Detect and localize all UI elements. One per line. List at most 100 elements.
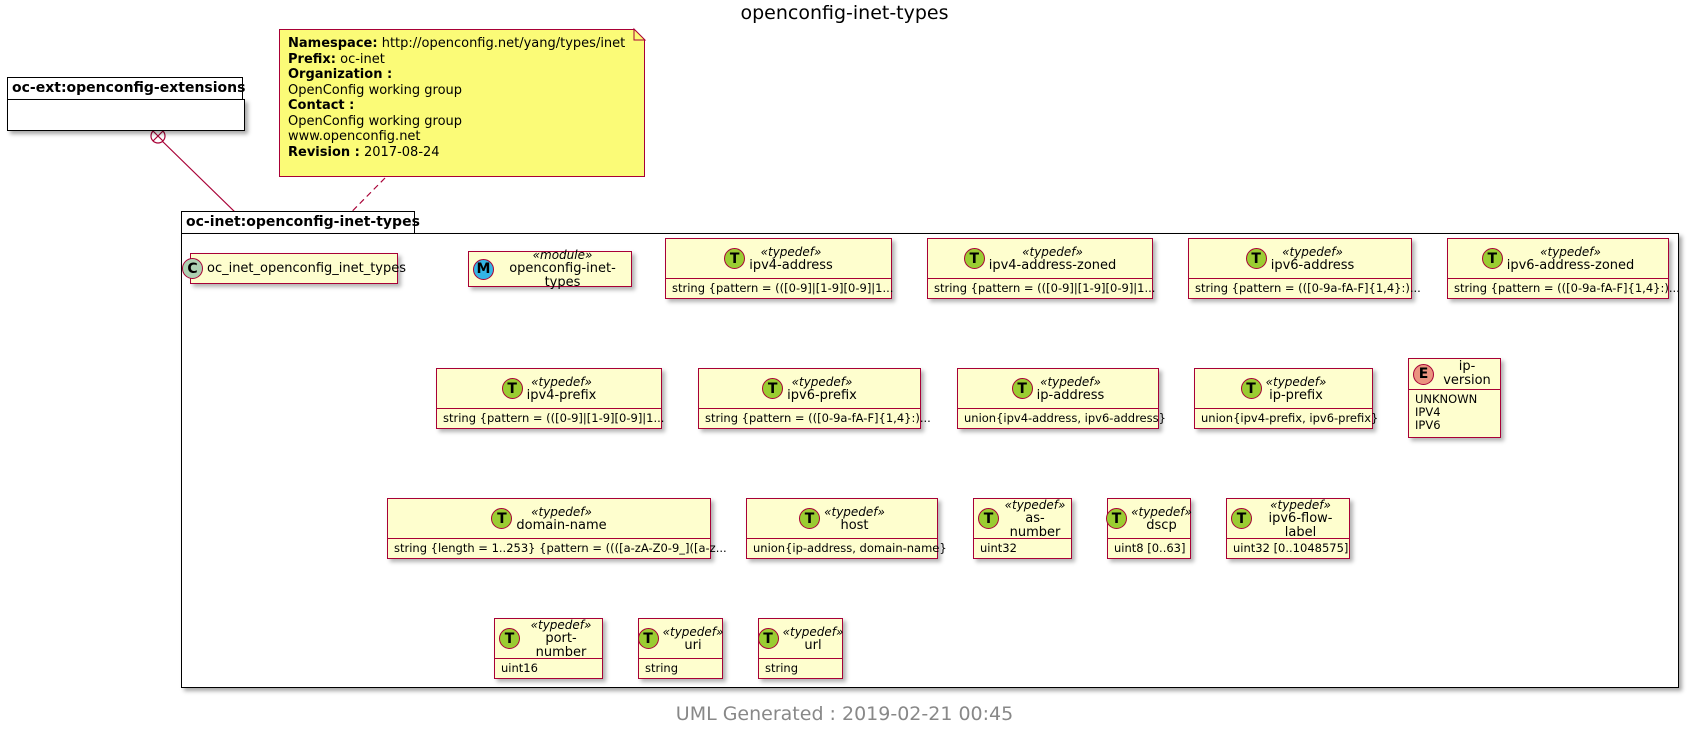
class-separator <box>699 408 920 409</box>
class-names: «typedef»domain-name <box>516 505 606 533</box>
class-names: «typedef»ipv4-address-zoned <box>989 245 1117 273</box>
class-separator <box>747 538 937 539</box>
class-stereotype: «typedef» <box>782 624 844 639</box>
class-stereotype: «typedef» <box>1022 244 1083 259</box>
spot-t-icon: T <box>762 378 784 399</box>
class-separator <box>1195 408 1372 409</box>
class-stereotype: «typedef» <box>824 504 885 519</box>
class-name: ip-prefix <box>1269 387 1323 403</box>
class-separator <box>1227 538 1349 539</box>
class-name: ipv6-address-zoned <box>1506 257 1635 273</box>
class-body-line: IPV4 <box>1415 405 1441 419</box>
class-header: T«typedef»domain-name <box>388 499 710 538</box>
class-name: port-number <box>535 630 587 660</box>
class-stereotype: «typedef» <box>1265 374 1327 389</box>
class-box-module[interactable]: M«module»openconfig-inet-types <box>468 248 632 290</box>
spot-t-icon: T <box>963 248 985 269</box>
class-body: string {pattern = (([0-9]|[1-9][0-9]|1..… <box>666 279 893 297</box>
organization-label: Organization : <box>288 67 393 82</box>
class-header: T«typedef»ip-address <box>958 369 1158 408</box>
class-stereotype: «typedef» <box>791 374 853 389</box>
class-body: uint32 [0..1048575] <box>1227 539 1349 557</box>
class-body: string {pattern = (([0-9]|[1-9][0-9]|1..… <box>928 279 1155 297</box>
class-separator <box>495 658 602 659</box>
class-names: «typedef»dscp <box>1131 505 1192 533</box>
class-box-ipv4-address-zoned[interactable]: T«typedef»ipv4-address-zoned string {patt… <box>927 238 1155 299</box>
class-body: string <box>759 659 842 677</box>
class-names: «typedef»ip-address <box>1037 375 1105 403</box>
spot-t-icon: T <box>637 628 659 649</box>
class-names: «typedef»uri <box>663 625 724 653</box>
class-stereotype: «module» <box>532 248 593 262</box>
class-header: T«typedef»host <box>747 499 937 538</box>
spot-t-icon: T <box>501 378 523 399</box>
class-header: T«typedef»uri <box>637 619 724 658</box>
class-names: «typedef»ipv4-address <box>749 245 833 273</box>
class-name: dscp <box>1146 517 1177 533</box>
class-body: union{ipv4-prefix, ipv6-prefix} <box>1195 409 1378 427</box>
spot-t-icon: T <box>1231 508 1252 529</box>
class-names: «module»openconfig-inet-types <box>498 248 627 290</box>
class-name: ipv6-address <box>1270 257 1355 273</box>
class-box-domain-name[interactable]: T«typedef»domain-name string {length = 1.… <box>387 498 727 559</box>
spot-t-icon: T <box>491 508 513 529</box>
class-body: string {length = 1..253} {pattern = ((([… <box>388 539 727 557</box>
spot-t-icon: T <box>1481 248 1503 269</box>
spot-t-icon: T <box>1106 508 1128 529</box>
class-stereotype: «typedef» <box>1282 244 1343 259</box>
class-body: string {pattern = (([0-9a-fA-F]{1,4}:)..… <box>1189 279 1421 297</box>
class-box-ipv6-address[interactable]: T «typedef»ipv6-address string {pattern = … <box>1188 238 1421 299</box>
class-header: T «typedef»ipv6-address <box>1189 239 1411 278</box>
class-name: ipv4-prefix <box>526 387 597 403</box>
class-body-line: string {length = 1..253} {pattern = ((([… <box>394 541 727 555</box>
class-header: T«typedef»ipv4-address <box>666 239 891 278</box>
spot-t-icon: T <box>1245 248 1267 269</box>
class-name: ipv4-address <box>749 257 833 273</box>
class-separator <box>759 658 842 659</box>
revision-label: Revision : <box>288 144 360 160</box>
class-body-line: UNKNOWN <box>1415 392 1478 406</box>
class-header: M«module»openconfig-inet-types <box>469 248 631 290</box>
class-body: uint16 <box>495 659 602 677</box>
class-box-ipv4-prefix[interactable]: T«typedef»ipv4-prefix string {pattern = (… <box>436 368 664 429</box>
class-stereotype: «typedef» <box>1131 504 1192 519</box>
class-header: T«typedef»port-number <box>495 618 602 660</box>
spot-c-icon: C <box>181 258 203 279</box>
note-fold-icon <box>633 27 647 41</box>
spot-t-icon: T <box>499 628 520 649</box>
class-header: T«typedef»dscp <box>1106 499 1192 538</box>
class-names: «typedef»host <box>824 505 885 533</box>
class-stereotype: «typedef» <box>1270 497 1331 512</box>
class-names: «typedef»url <box>783 625 844 653</box>
class-names: oc_inet_openconfig_inet_types <box>207 261 406 276</box>
package-ext-body <box>7 99 245 131</box>
diagram-title: openconfig-inet-types <box>740 2 949 24</box>
class-body: string {pattern = (([0-9a-fA-F]{1,4}:)..… <box>1448 279 1680 297</box>
class-body-line: string {pattern = (([0-9a-fA-F]{1,4}:)..… <box>1195 281 1421 295</box>
class-stereotype: «typedef» <box>662 624 724 639</box>
class-body: uint32 <box>974 539 1071 557</box>
class-body: string {pattern = (([0-9]|[1-9][0-9]|1..… <box>437 409 664 427</box>
class-names: «typedef»ipv4-prefix <box>527 375 597 403</box>
class-header: T«typedef»ipv6-prefix <box>699 369 920 408</box>
circle-cross-icon <box>150 128 166 144</box>
class-body: uint8 [0..63] <box>1108 539 1190 557</box>
class-body: union{ipv4-address, ipv6-address} <box>958 409 1166 427</box>
class-name: host <box>840 517 869 533</box>
class-separator <box>1108 538 1190 539</box>
